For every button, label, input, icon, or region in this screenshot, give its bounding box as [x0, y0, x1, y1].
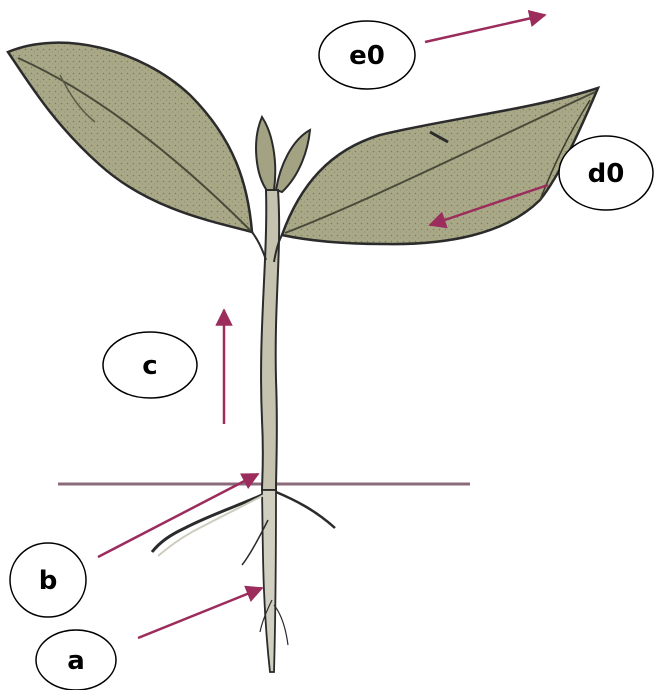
roots — [152, 490, 335, 672]
label-d-text: d0 — [588, 159, 625, 189]
label-c-text: c — [142, 351, 157, 381]
label-b: b — [10, 543, 86, 617]
label-d: d0 — [559, 136, 653, 210]
arrow-e — [425, 15, 545, 42]
label-e: e0 — [319, 21, 415, 89]
label-a-text: a — [67, 646, 85, 676]
arrow-b — [98, 474, 258, 557]
arrow-a — [138, 588, 262, 638]
terminal-bud — [256, 117, 310, 192]
left-leaf — [8, 43, 252, 232]
label-e-text: e0 — [349, 41, 385, 71]
label-b-text: b — [39, 566, 58, 596]
label-a: a — [36, 630, 116, 690]
label-c: c — [103, 332, 197, 398]
stem — [252, 190, 282, 490]
